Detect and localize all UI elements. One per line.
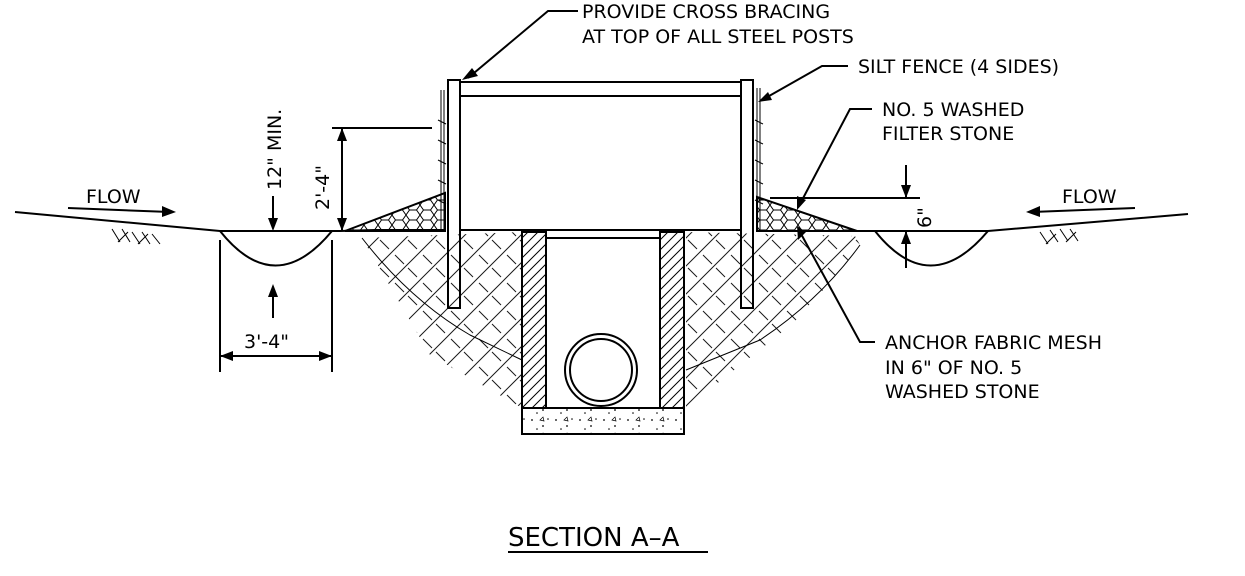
right-swale	[874, 230, 989, 267]
steel-posts	[437, 79, 764, 309]
left-swale	[219, 230, 333, 267]
dimensions	[219, 127, 920, 372]
outlet-pipe	[564, 333, 638, 407]
dim-depth-min: 12" MIN.	[264, 109, 286, 190]
section-title: SECTION A–A	[508, 523, 680, 553]
inlet-structure	[521, 231, 685, 435]
soil-backfill-right	[686, 232, 860, 408]
label-silt-fence: SILT FENCE (4 SIDES)	[858, 56, 1059, 78]
label-cross-bracing-1: PROVIDE CROSS BRACING	[582, 1, 830, 23]
label-filter-stone-1: NO. 5 WASHED	[882, 99, 1024, 121]
label-cross-bracing-2: AT TOP OF ALL STEEL POSTS	[582, 26, 854, 48]
label-anchor-3: WASHED STONE	[885, 381, 1040, 403]
filter-stone-right	[756, 195, 858, 232]
dim-swale-width: 3'-4"	[244, 331, 289, 353]
soil-backfill	[362, 232, 522, 408]
callout-leaders	[462, 10, 875, 343]
label-flow-left: FLOW	[86, 186, 141, 208]
flow-arrow-left	[67, 206, 176, 217]
label-anchor-2: IN 6" OF NO. 5	[885, 357, 1022, 379]
dim-fence-height: 2'-4"	[312, 165, 334, 210]
filter-stone-left	[344, 191, 446, 232]
flow-arrow-right	[1026, 206, 1136, 217]
label-flow-right: FLOW	[1062, 186, 1117, 208]
label-anchor-1: ANCHOR FABRIC MESH	[885, 332, 1102, 354]
label-filter-stone-2: FILTER STONE	[882, 123, 1014, 145]
concrete-base	[521, 407, 685, 435]
dim-stone-depth: 6"	[914, 207, 936, 228]
